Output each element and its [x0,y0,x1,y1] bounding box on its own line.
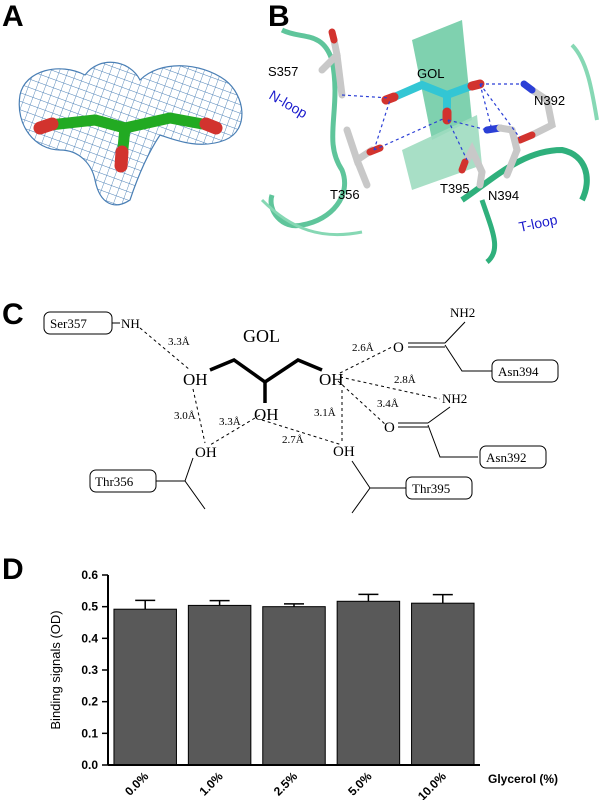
label-n394: N394 [488,188,519,203]
gol-title: GOL [243,326,280,346]
x-tick-label: 0.0% [122,769,151,798]
asn394-c-n-bond [444,321,466,344]
asn392-c-n-bond [427,406,451,424]
distance-2-7: 2.7Å [282,434,304,446]
ser357-label: Ser357 [50,316,87,331]
label-t-loop: T-loop [517,211,559,235]
distance-3-3-thr: 3.3Å [219,416,241,428]
electron-density-mesh [18,61,243,206]
bar [113,608,177,766]
thr356-skeleton [156,480,206,510]
x-tick-label: 2.5% [271,769,300,798]
label-n392: N392 [534,93,565,108]
y-tick-label: 0.1 [81,726,98,740]
y-tick-label: 0.5 [81,600,98,614]
protein-coil [260,198,363,237]
bar [336,600,401,766]
ser357-nh: NH [121,316,140,331]
asn392-o: O [384,420,395,436]
thr356-label: Thr356 [95,474,134,489]
distance-2-6: 2.6Å [352,342,374,354]
distance-3-4: 3.4Å [377,398,399,410]
y-tick-label: 0.2 [81,695,98,709]
distance-3-1: 3.1Å [314,407,336,419]
asn392-chain [427,424,478,458]
thr395-box [405,476,473,500]
x-tick-labels: 0.0% 1.0% 2.5% 5.0% 10.0% [122,769,449,800]
label-t395: T395 [440,181,470,196]
gol-oh-right: OH [319,370,344,389]
panel-b-structure: GOL S357 T356 N392 T395 N394 N-loop T-lo… [260,20,599,264]
asn392-nh2: NH2 [442,391,467,406]
label-s357: S357 [268,64,298,79]
thr356-oh-bond [184,457,194,482]
thr356-oh: OH [195,445,217,461]
bar [187,604,252,766]
y-tick-label: 0.4 [81,631,98,645]
panel-d-bar-chart: 0.0 0.1 0.2 0.3 0.4 0.5 0.6 0.0% 1.0% 2.5% 5.0% 10… [48,568,558,800]
label-gol: GOL [417,66,444,81]
panel-d-letter: D [2,553,24,586]
y-tick-label: 0.0 [81,758,98,772]
distance-3-3-ser: 3.3Å [168,336,190,348]
asn394-label: Asn394 [498,364,539,379]
lower-coil [479,199,498,264]
panel-c-interaction-diagram: GOL OH OH OH Ser357 NH Thr356 OH OH Thr3… [43,305,559,514]
gol-backbone [209,358,323,385]
hydrogen-bond-lines [341,83,524,161]
x-axis-title: Glycerol (%) [488,772,558,786]
y-tick-label: 0.3 [81,663,98,677]
gol-oh-middle: OH [254,405,279,424]
thr395-oh: OH [333,444,355,460]
gol-oh-left: OH [183,370,208,389]
y-tick-label: 0.6 [81,568,98,582]
beta-sheet-ribbon [412,20,472,140]
label-n-loop: N-loop [267,87,311,122]
thr395-oh-bond [351,460,371,489]
x-tick-label: 10.0% [415,769,449,800]
right-coil [570,43,599,121]
panel-c-letter: C [2,298,24,331]
panel-c-hbonds [139,327,441,446]
asn392-box [479,445,547,469]
panel-a-density-map [18,61,243,206]
asn392-label: Asn392 [486,450,526,465]
asn394-o: O [393,340,404,356]
panel-b-letter: B [268,0,290,33]
distance-3-0: 3.0Å [174,410,196,422]
x-tick-label: 5.0% [345,769,374,798]
label-t356: T356 [330,187,360,202]
thr395-label: Thr395 [412,481,450,496]
asn394-chain [444,344,492,372]
t-loop-ribbon [460,146,590,203]
asn394-box [491,359,559,383]
panel-a-letter: A [2,0,24,33]
y-axis-title: Binding signals (OD) [48,610,63,729]
thr395-skeleton [351,487,406,514]
y-axis-ticks: 0.0 0.1 0.2 0.3 0.4 0.5 0.6 [81,568,108,772]
chart-bars [113,593,475,766]
x-tick-label: 1.0% [196,769,225,798]
gol-ligand-sticks [381,79,485,125]
bar [262,606,326,766]
asn394-nh2: NH2 [450,305,475,320]
glycerol-stick-model [33,112,223,173]
distance-2-8: 2.8Å [394,374,416,386]
bar [411,602,475,766]
